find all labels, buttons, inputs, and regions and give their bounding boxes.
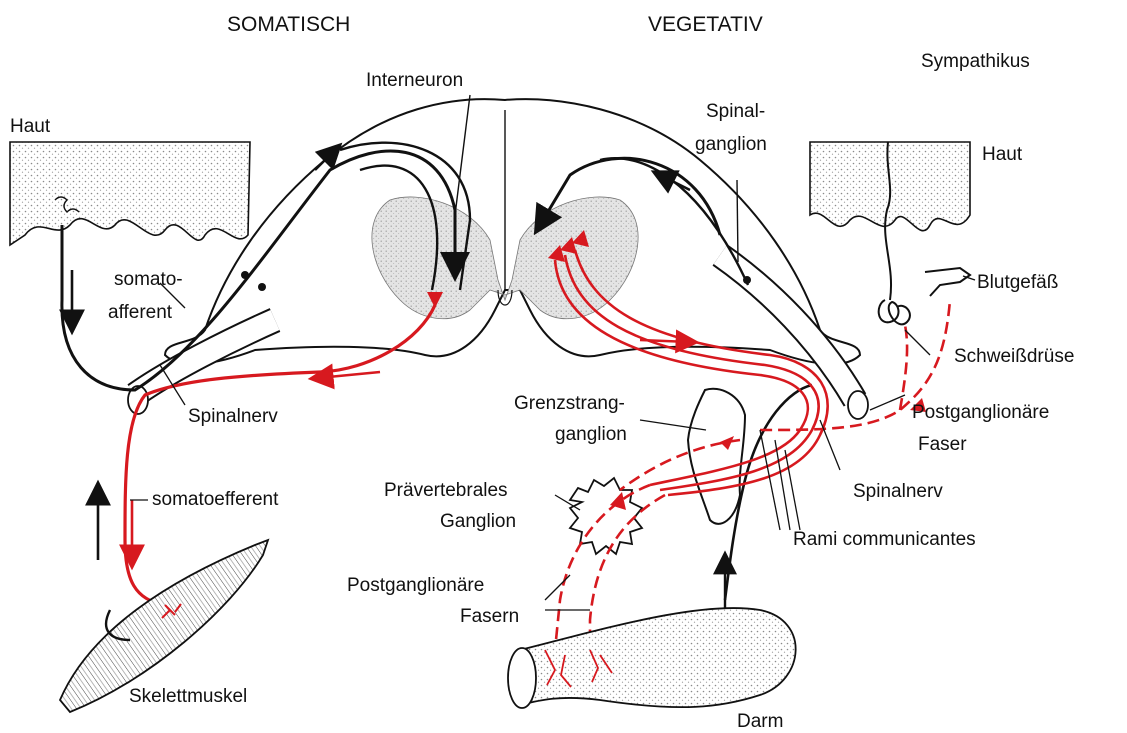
label-postganglionaere-fasern-1: Postganglionäre: [347, 575, 484, 596]
label-somatoafferent-2: afferent: [108, 302, 173, 323]
heading-somatic: SOMATISCH: [227, 13, 350, 36]
label-somatoafferent-1: somato-: [114, 269, 183, 290]
spinalganglion-pointer: [737, 180, 738, 262]
label-interneuron: Interneuron: [366, 70, 463, 91]
label-praevertebrales-1: Prävertebrales: [384, 480, 508, 501]
heading-sympathetic: Sympathikus: [921, 51, 1030, 72]
label-haut-left: Haut: [10, 116, 51, 137]
label-blutgefaess: Blutgefäß: [977, 272, 1058, 293]
label-somatoefferent: somatoefferent: [152, 489, 279, 510]
skin-left: [10, 142, 250, 245]
label-postganglionaere-fasern-2: Fasern: [460, 606, 519, 627]
label-postganglionaere-faser-1: Postganglionäre: [912, 402, 1049, 423]
ganglion-cell-left: [241, 271, 249, 279]
label-spinalnerv-right: Spinalnerv: [853, 481, 943, 502]
label-postganglionaere-faser-2: Faser: [918, 434, 967, 455]
label-grenzstrang-1: Grenzstrang-: [514, 393, 625, 414]
label-praevertebrales-2: Ganglion: [440, 511, 516, 532]
label-spinalganglion-2: ganglion: [695, 134, 767, 155]
skin-right: [810, 142, 970, 324]
label-grenzstrang-2: ganglion: [555, 424, 627, 445]
gut: [508, 608, 796, 708]
sweat-gland: [879, 300, 910, 324]
label-spinalganglion-1: Spinal-: [706, 101, 765, 122]
heading-vegetative: VEGETATIV: [648, 13, 763, 36]
blood-vessel: [925, 268, 970, 296]
label-haut-right: Haut: [982, 144, 1023, 165]
label-rami-communicantes: Rami communicantes: [793, 529, 976, 550]
label-darm: Darm: [737, 711, 783, 732]
label-skelettmuskel: Skelettmuskel: [129, 686, 247, 707]
label-schweissdruese: Schweißdrüse: [954, 346, 1074, 367]
label-spinalnerv-left: Spinalnerv: [188, 406, 278, 427]
